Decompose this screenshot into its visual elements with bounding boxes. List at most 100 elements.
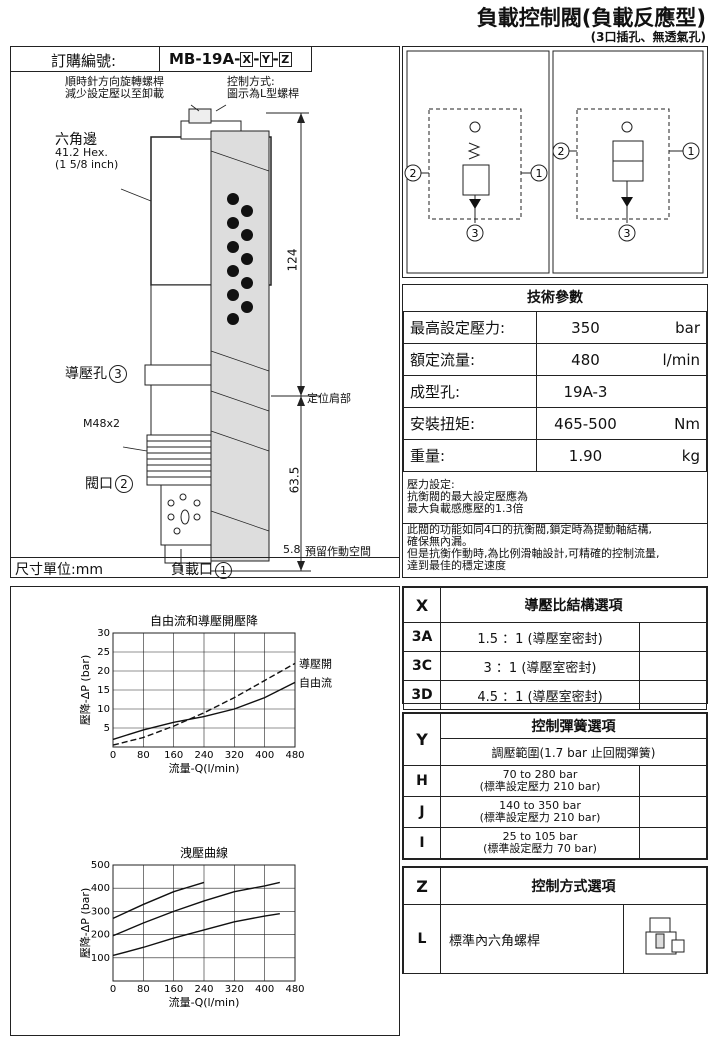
spec-value: 465-500 (536, 407, 634, 440)
note1-line1: 壓力設定: (407, 478, 455, 491)
option-y-row-code: J (403, 796, 441, 828)
shoulder-label: 定位肩部 (307, 392, 351, 405)
option-y-row-blank (639, 827, 707, 859)
spec-unit (634, 375, 707, 408)
order-z-box: Z (278, 52, 292, 67)
load-port-circle: 1 (215, 562, 232, 579)
order-x-box: X (240, 52, 254, 67)
chart-title: 洩壓曲線 (180, 845, 228, 860)
option-z-title: 控制方式選項 (440, 867, 707, 905)
function-note: 此閥的功能如同4口的抗衡閥,鎖定時為提動軸結構, 確保無內漏。 但是抗衡作動時,… (403, 523, 707, 572)
y-tick-label: 10 (97, 704, 110, 715)
x-tick-label: 80 (137, 984, 150, 995)
order-sep-2: - (272, 50, 279, 68)
spec-unit: kg (634, 439, 707, 472)
chart-title: 自由流和導壓開壓降 (150, 614, 258, 628)
order-code-prefix: MB-19A- (169, 50, 241, 68)
order-sep-1: - (253, 50, 260, 68)
option-x-title: 導壓比結構選項 (440, 587, 707, 623)
option-y-title: 控制彈簧選項 (440, 713, 707, 739)
option-y-range: 調壓範圍(1.7 bar 止回閥彈簧) (440, 738, 707, 766)
sym2-port3: 3 (624, 227, 631, 240)
series-line (112, 881, 205, 919)
y-tick-label: 20 (97, 666, 110, 677)
option-x-code: X (403, 587, 441, 623)
option-x-row-text: 1.5 ：1 (導壓室密封) (440, 622, 640, 652)
x-tick-label: 240 (194, 984, 213, 995)
option-x-row-text: 3 ：1 (導壓室密封) (440, 651, 640, 681)
option-y-row-text: 25 to 105 bar(標準設定壓力 70 bar) (440, 827, 640, 859)
y-tick-label: 400 (91, 883, 110, 894)
page-title: 負載控制閥(負載反應型) (476, 6, 706, 30)
series-line (112, 913, 280, 957)
series-line (112, 662, 296, 746)
valve-port-circle: 2 (115, 475, 133, 493)
x-tick-label: 0 (110, 750, 116, 761)
hex-inch: (1 5/8 inch) (55, 158, 119, 171)
spec-label: 重量: (403, 439, 537, 472)
hydraulic-symbols: 2 1 3 2 1 3 (404, 50, 704, 274)
option-z-code: Z (403, 867, 441, 905)
option-y-range-line: 25 to 105 bar (502, 830, 578, 843)
option-y-row-blank (639, 765, 707, 797)
valve-port-text: 閥口 (85, 476, 113, 492)
y-tick-label: 500 (91, 860, 110, 871)
option-x-row-blank (639, 622, 707, 652)
hex-label: 六角邊 (55, 132, 97, 148)
spec-label: 安裝扭矩: (403, 407, 537, 440)
note2-line3: 但是抗衡作動時,為比例滑軸設計,可精確的控制流量, (407, 547, 660, 560)
series-label: 導壓開 (299, 656, 332, 670)
x-tick-label: 480 (285, 984, 304, 995)
plot-frame (112, 864, 296, 982)
option-x-row-blank (639, 680, 707, 710)
x-tick-label: 400 (255, 750, 274, 761)
order-code: MB-19A-X-Y-Z (169, 50, 292, 68)
y-axis-label: 壓降-ΔP (bar) (78, 655, 92, 725)
x-tick-label: 160 (164, 750, 183, 761)
sym2-port1: 1 (688, 145, 695, 158)
series-label: 自由流 (299, 675, 332, 689)
note2-line1: 此閥的功能如同4口的抗衡閥,鎖定時為提動軸結構, (407, 523, 652, 536)
prestroke-label: 預留作動空間 (305, 545, 371, 558)
x-tick-label: 160 (164, 984, 183, 995)
note2-line2: 確保無內漏。 (407, 535, 473, 548)
sym2-port2: 2 (558, 145, 565, 158)
x-axis-label: 流量-Q(l/min) (169, 995, 240, 1009)
y-tick-label: 100 (91, 953, 110, 964)
ctrl-note-1: 控制方式: (227, 75, 275, 88)
order-code-row: 訂購編號: MB-19A-X-Y-Z (11, 47, 312, 72)
pilot-circle: 3 (109, 365, 127, 383)
sym1-port3: 3 (472, 227, 479, 240)
y-tick-label: 200 (91, 930, 110, 941)
y-tick-label: 15 (97, 685, 110, 696)
option-y-row-text: 140 to 350 bar(標準設定壓力 210 bar) (440, 796, 640, 828)
option-y-row-code: I (403, 827, 441, 859)
dim-124: 124 (285, 248, 300, 272)
spec-row: 成型孔:19A-3 (403, 375, 707, 408)
cw-note-1: 順時針方向旋轉螺桿 (65, 75, 164, 88)
y-tick-label: 300 (91, 906, 110, 917)
x-tick-label: 320 (225, 984, 244, 995)
y-axis-label: 壓降-ΔP (bar) (78, 888, 92, 958)
order-label: 訂購編號: (51, 52, 117, 70)
option-y-range-line: 140 to 350 bar (499, 799, 581, 812)
x-tick-label: 400 (255, 984, 274, 995)
